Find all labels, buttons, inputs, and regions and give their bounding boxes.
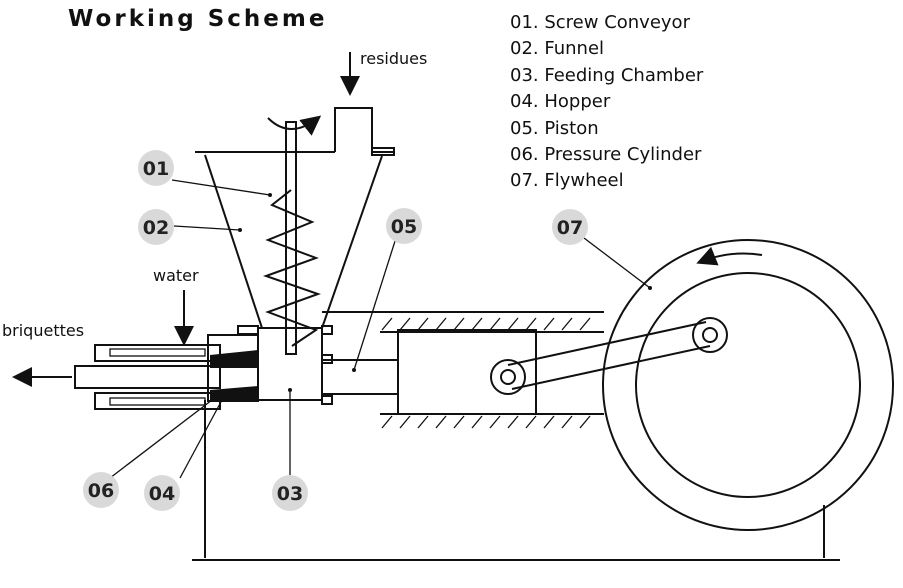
connecting-rod	[490, 317, 728, 395]
screw-conveyor	[262, 121, 322, 355]
flywheel-rotation-arrow	[696, 246, 763, 266]
callout-05: 05	[386, 208, 422, 244]
callout-01: 01	[138, 150, 174, 186]
legend-item-funnel: 02. Funnel	[510, 38, 605, 60]
legend-item-piston: 05. Piston	[510, 117, 599, 139]
svg-text:02: 02	[143, 217, 169, 239]
parts-legend: 01. Screw Conveyor 02. Funnel 03. Feedin…	[510, 10, 703, 195]
funnel-assembly	[195, 107, 395, 329]
water-arrow: water	[153, 266, 199, 346]
machine-base	[192, 400, 840, 561]
flywheel	[602, 239, 894, 531]
piston	[321, 311, 604, 415]
callout-03: 03	[272, 475, 308, 511]
residues-label: residues	[360, 49, 427, 68]
svg-text:06: 06	[88, 480, 114, 502]
callout-07: 07	[552, 209, 588, 245]
callout-leaders	[109, 179, 652, 479]
callout-04: 04	[144, 475, 180, 511]
legend-item-hopper: 04. Hopper	[510, 91, 611, 113]
frame-hatching	[381, 317, 591, 429]
legend-item-screw-conveyor: 01. Screw Conveyor	[510, 12, 690, 33]
svg-text:03: 03	[277, 483, 303, 505]
residues-arrow: residues	[340, 49, 427, 96]
diagram-title: Working Scheme	[68, 6, 328, 32]
rotation-arrow	[267, 115, 322, 136]
hopper	[210, 350, 258, 400]
svg-text:01: 01	[143, 158, 169, 180]
briquettes-arrow: briquettes	[2, 321, 84, 387]
svg-text:04: 04	[149, 483, 175, 505]
legend-item-pressure-cylinder: 06. Pressure Cylinder	[510, 144, 702, 166]
legend-item-flywheel: 07. Flywheel	[510, 170, 624, 192]
svg-text:07: 07	[557, 217, 583, 239]
pressure-cylinder	[74, 334, 259, 410]
callout-06: 06	[83, 472, 119, 508]
briquettes-label: briquettes	[2, 321, 84, 340]
svg-text:05: 05	[391, 216, 417, 238]
legend-item-feeding-chamber: 03. Feeding Chamber	[510, 64, 704, 86]
water-label: water	[153, 266, 199, 285]
callout-02: 02	[138, 209, 174, 245]
